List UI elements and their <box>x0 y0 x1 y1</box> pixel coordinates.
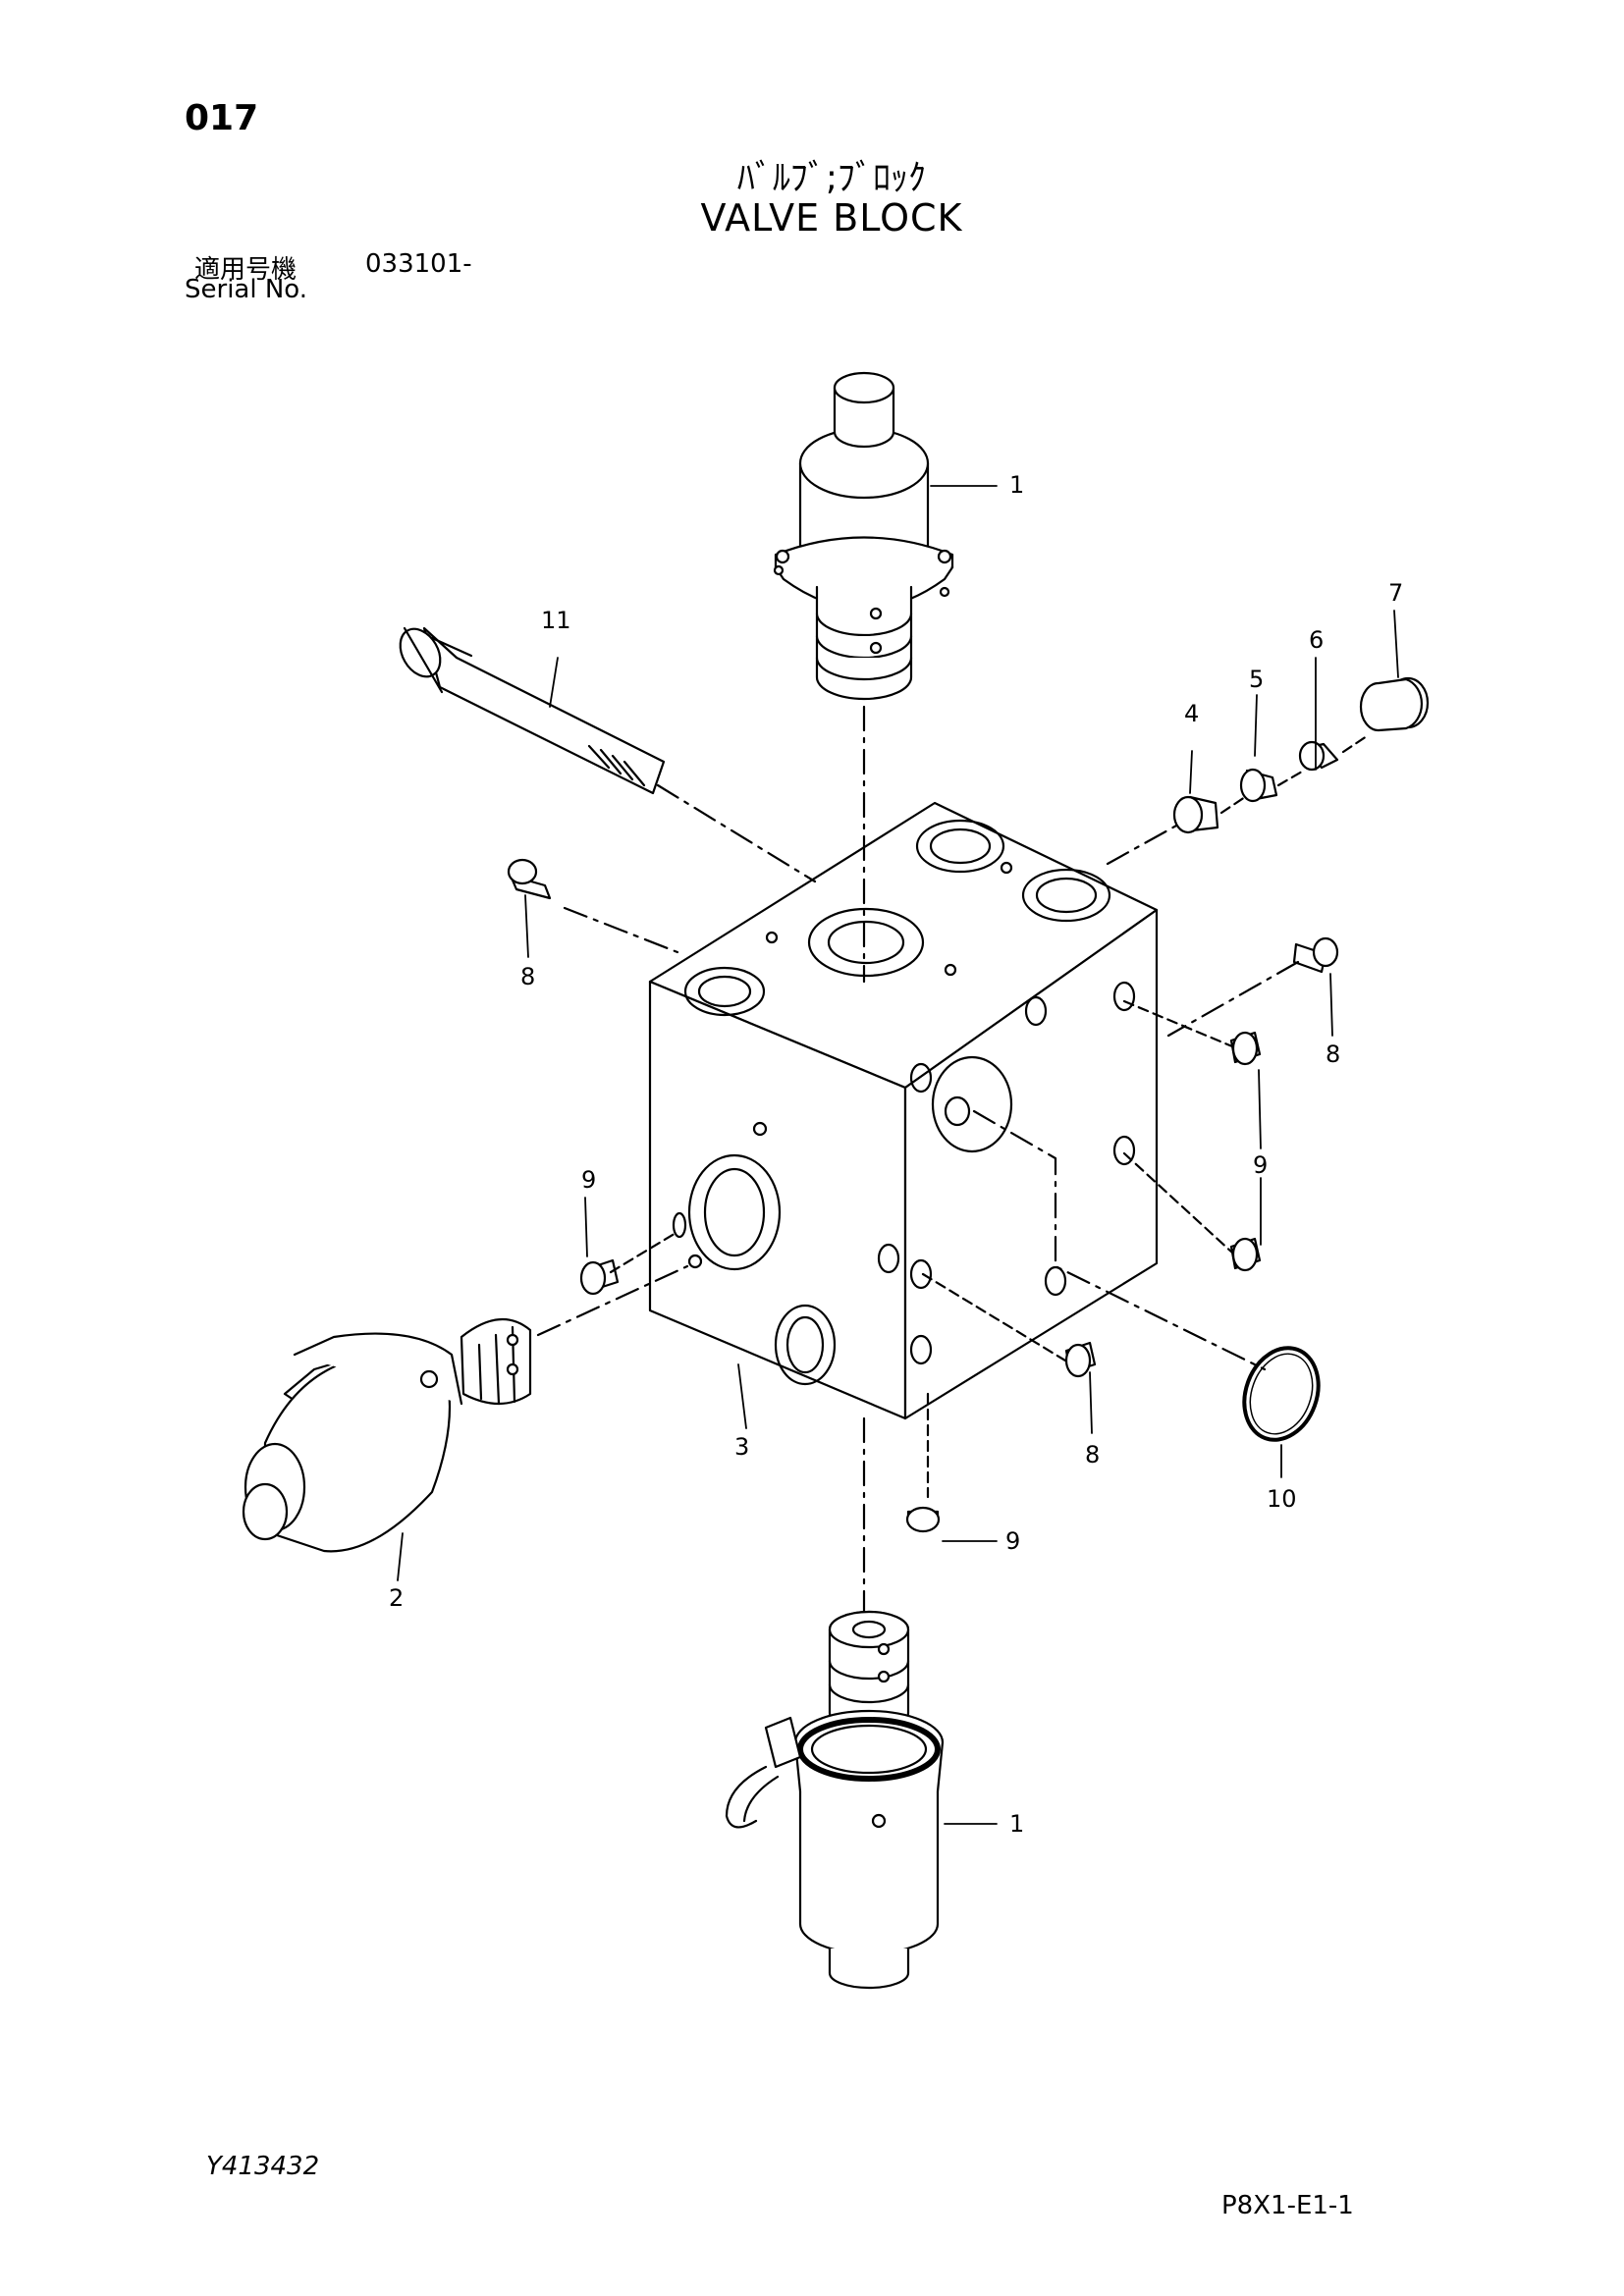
plug-and-orifice-parts <box>1172 676 1430 834</box>
callout-4: 4 <box>1184 700 1199 727</box>
callout-3: 3 <box>734 1433 749 1461</box>
sheet-code: P8X1-E1-1 <box>1221 2191 1354 2220</box>
solenoid-valve-left <box>242 1318 532 1553</box>
title-japanese: ﾊﾞﾙﾌﾞ;ﾌﾞﾛｯｸ <box>736 158 927 198</box>
callout-9-left: 9 <box>581 1166 596 1194</box>
callout-5: 5 <box>1249 666 1264 693</box>
drawing-code: Y413432 <box>206 2152 320 2181</box>
bolt-11 <box>399 626 666 795</box>
callout-9-bottom: 9 <box>1005 1527 1020 1555</box>
callout-9-right: 9 <box>1253 1151 1268 1179</box>
o-ring-10 <box>1242 1346 1321 1442</box>
title-english: VALVE BLOCK <box>700 196 963 240</box>
serial-label-japanese: 適用号機 <box>194 255 298 285</box>
callout-8-bottom: 8 <box>1085 1441 1100 1468</box>
leader-lines <box>397 485 1399 1825</box>
callout-8-right: 8 <box>1326 1041 1340 1068</box>
callout-11: 11 <box>541 607 571 634</box>
callout-6: 6 <box>1309 626 1324 654</box>
serial-number: 033101- <box>365 249 472 279</box>
screws-8-9 <box>507 858 1339 1533</box>
callout-2: 2 <box>389 1584 404 1612</box>
solenoid-valve-bottom <box>725 1610 945 1990</box>
page-number: 017 <box>185 98 259 138</box>
valve-block-body <box>648 801 1159 1420</box>
serial-label-english: Serial No. <box>185 275 307 304</box>
callout-8-left: 8 <box>520 963 535 990</box>
callout-labels: 1 1 2 3 4 5 6 7 8 8 8 9 9 9 10 11 <box>389 471 1403 1838</box>
callout-10: 10 <box>1267 1485 1297 1513</box>
callout-1-top: 1 <box>1009 471 1024 499</box>
callout-1-bottom: 1 <box>1009 1810 1024 1838</box>
solenoid-valve-top <box>773 371 954 701</box>
callout-7: 7 <box>1388 579 1403 607</box>
